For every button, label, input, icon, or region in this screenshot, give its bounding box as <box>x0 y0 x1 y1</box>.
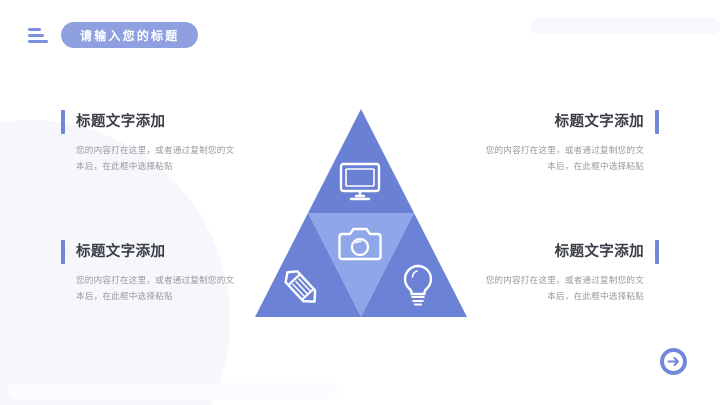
header: 请输入您的标题 <box>28 22 199 48</box>
block-title: 标题文字添加 <box>554 114 644 130</box>
content-block-bottom-right: 标题文字添加 您的内容打在这里，或者通过复制您的文本后，在此框中选择粘贴 <box>481 240 659 305</box>
block-heading-row: 标题文字添加 <box>481 240 659 264</box>
triangle-segment-bottom-left[interactable] <box>255 213 361 317</box>
block-body: 您的内容打在这里，或者通过复制您的文本后，在此框中选择粘贴 <box>485 276 644 302</box>
triangle-svg <box>255 109 467 317</box>
triangle-segment-top[interactable] <box>308 109 414 213</box>
decorative-bar-bottom <box>8 383 338 399</box>
block-heading-row: 标题文字添加 <box>61 240 239 264</box>
block-body: 您的内容打在这里，或者通过复制您的文本后，在此框中选择粘贴 <box>76 276 235 302</box>
block-title: 标题文字添加 <box>76 244 166 260</box>
block-body: 您的内容打在这里，或者通过复制您的文本后，在此框中选择粘贴 <box>485 146 644 172</box>
block-title: 标题文字添加 <box>76 114 166 130</box>
block-body: 您的内容打在这里，或者通过复制您的文本后，在此框中选择粘贴 <box>76 146 235 172</box>
accent-bar <box>655 240 659 264</box>
content-block-top-left: 标题文字添加 您的内容打在这里，或者通过复制您的文本后，在此框中选择粘贴 <box>61 110 239 175</box>
content-block-top-right: 标题文字添加 您的内容打在这里，或者通过复制您的文本后，在此框中选择粘贴 <box>481 110 659 175</box>
decorative-bar-top-right <box>530 18 720 34</box>
next-slide-button[interactable] <box>660 348 687 375</box>
accent-bar <box>655 110 659 134</box>
accent-bar <box>61 240 65 264</box>
next-button-ring <box>664 352 683 371</box>
block-heading-row: 标题文字添加 <box>481 110 659 134</box>
hamburger-menu-icon[interactable] <box>28 25 48 45</box>
menu-bar-1 <box>28 27 41 31</box>
content-block-bottom-left: 标题文字添加 您的内容打在这里，或者通过复制您的文本后，在此框中选择粘贴 <box>61 240 239 305</box>
menu-bar-2 <box>28 33 44 37</box>
arrow-right-icon <box>667 357 679 366</box>
menu-bar-3 <box>28 39 48 43</box>
sierpinski-triangle-diagram <box>255 105 467 321</box>
block-title: 标题文字添加 <box>554 244 644 260</box>
slide-title-pill[interactable]: 请输入您的标题 <box>61 22 199 48</box>
accent-bar <box>61 110 65 134</box>
triangle-segment-center[interactable] <box>308 213 414 317</box>
block-heading-row: 标题文字添加 <box>61 110 239 134</box>
